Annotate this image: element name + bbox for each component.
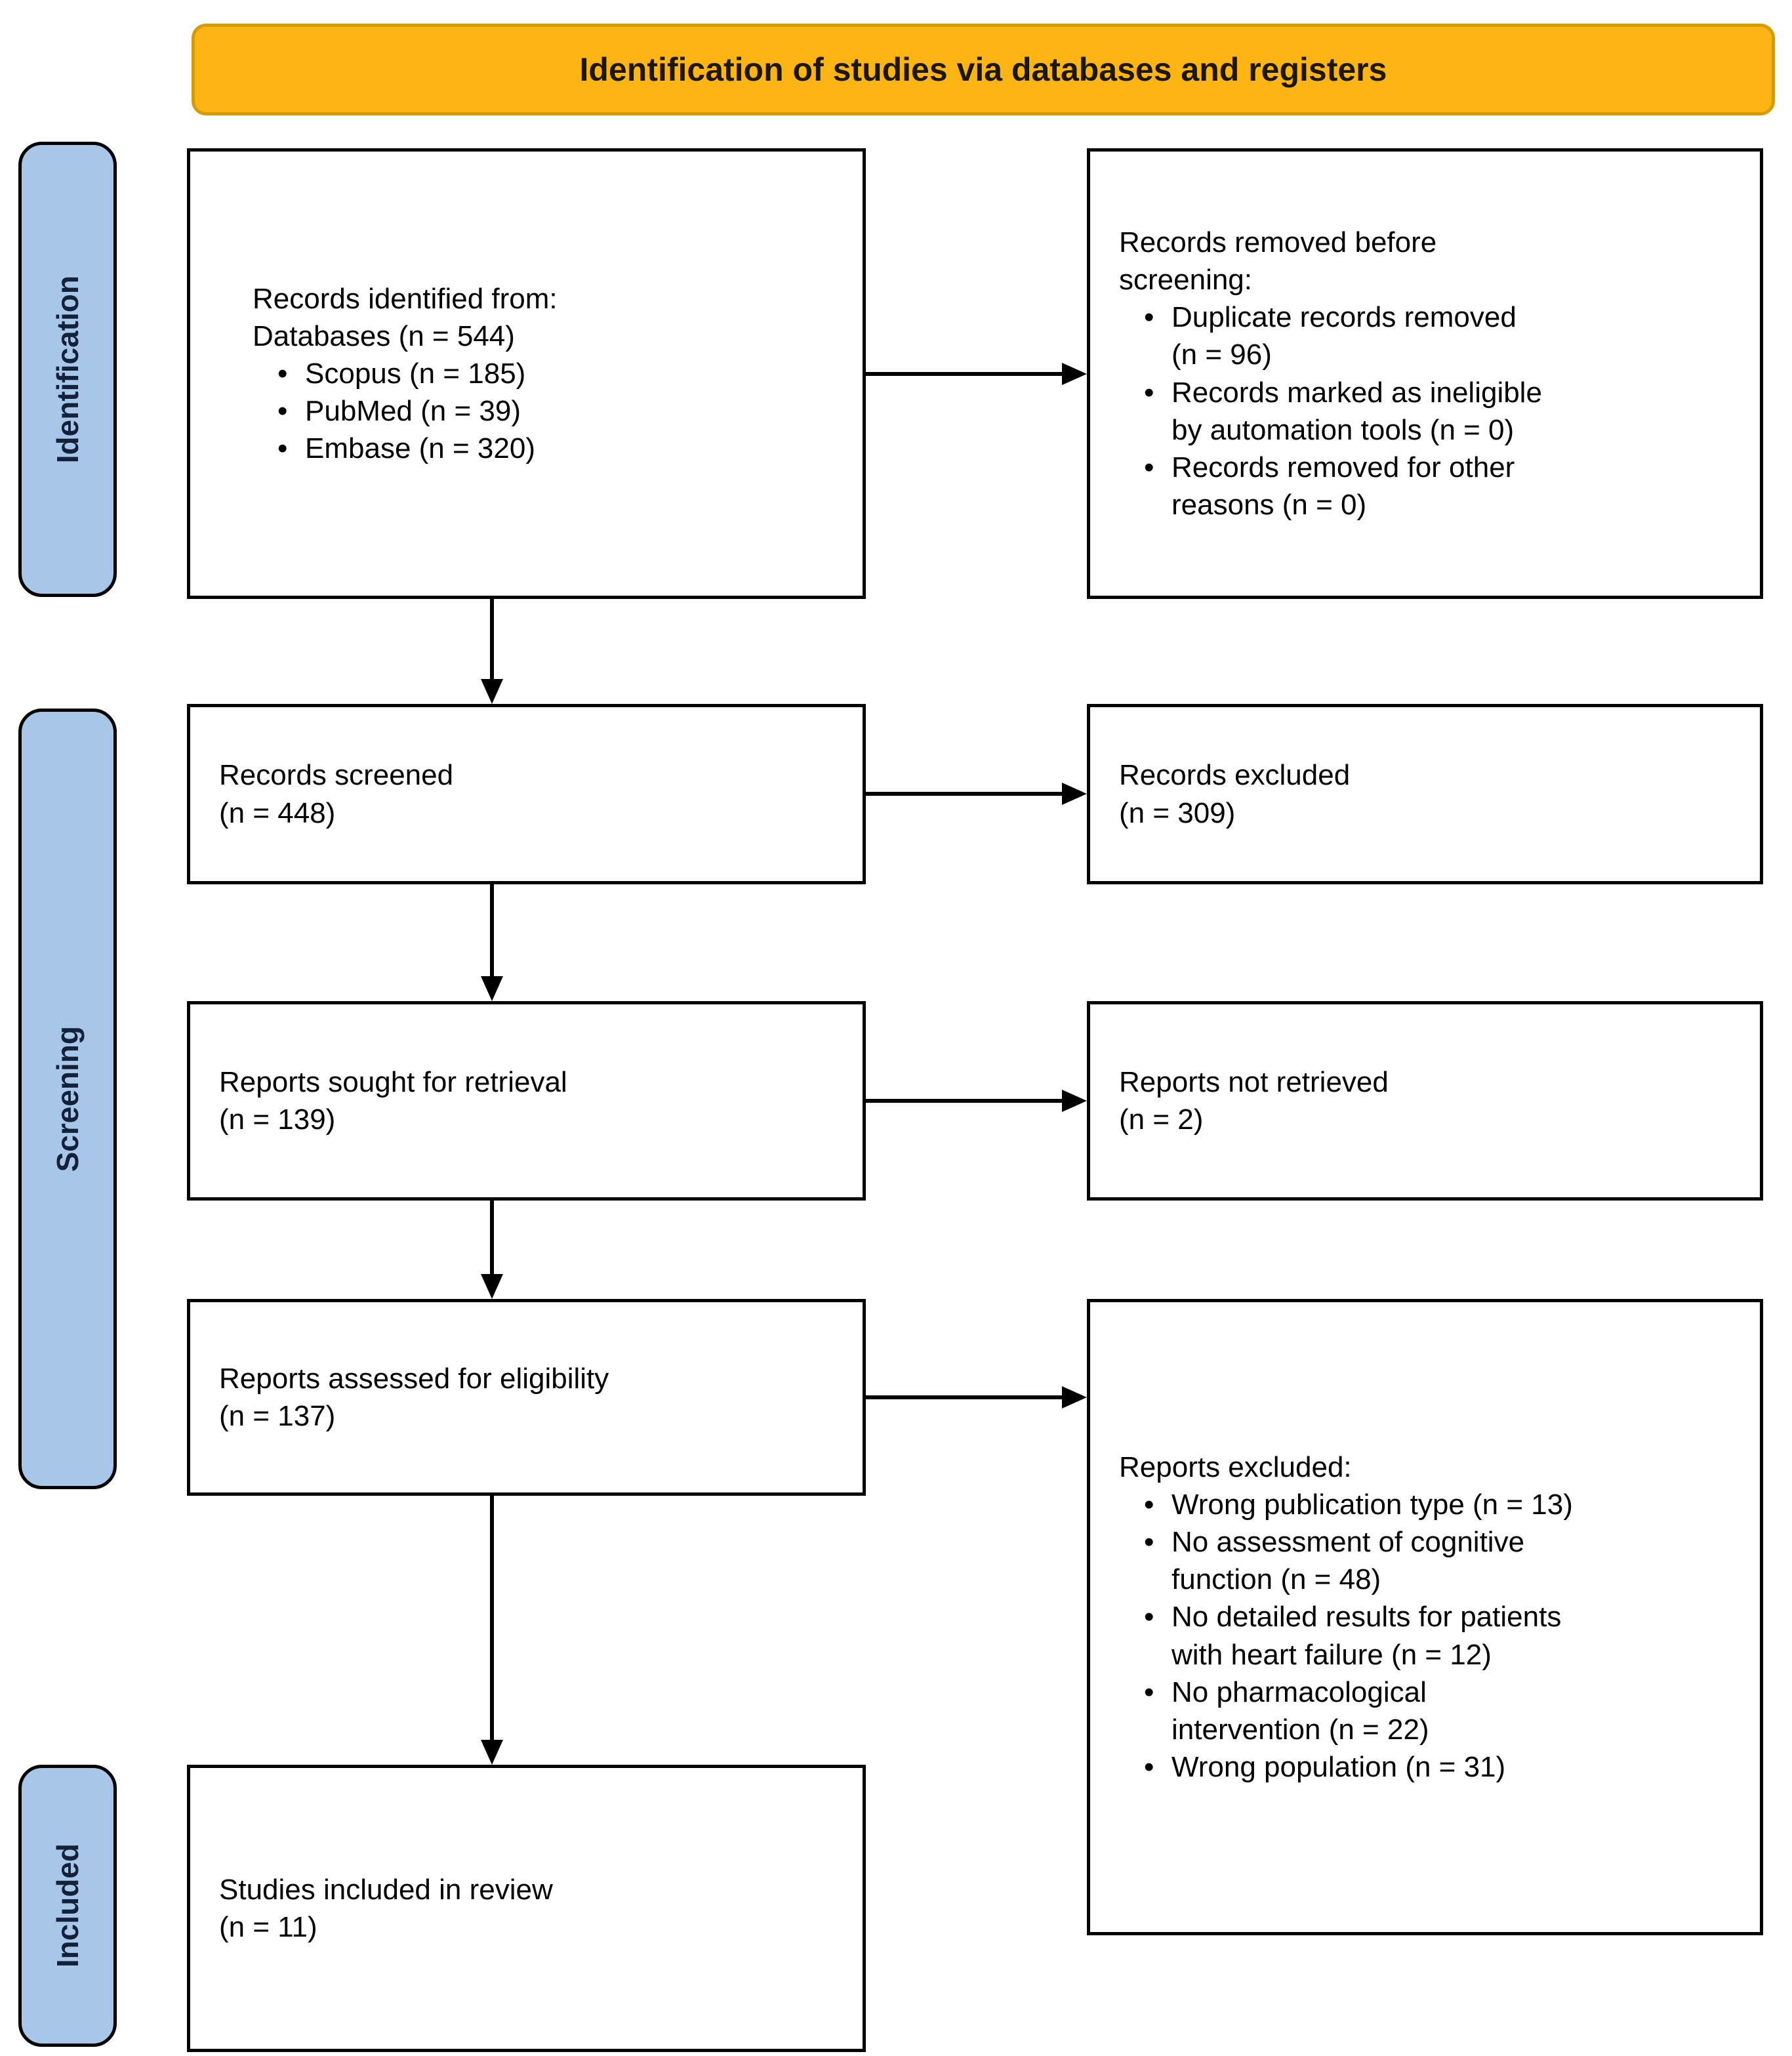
box-records-removed-before-screening: Records removed before screening: Duplic…: [1087, 148, 1763, 599]
box-reports-not-retrieved: Reports not retrieved (n = 2): [1087, 1001, 1763, 1201]
box-studies-included: Studies included in review (n = 11): [187, 1765, 866, 2052]
bullet-item: Records marked as ineligible by automati…: [1137, 374, 1740, 449]
arrow-right-sought-to-not-retrieved: [866, 1090, 1087, 1112]
bullet-item: Scopus (n = 185): [271, 355, 843, 392]
arrow-line: [866, 372, 1066, 376]
bullet-item: Duplicate records removed (n = 96): [1137, 298, 1740, 373]
box-reports-excluded: Reports excluded: Wrong publication type…: [1087, 1299, 1763, 1935]
box-line: Databases (n = 544): [253, 319, 515, 352]
arrow-head-icon: [481, 1274, 503, 1299]
arrow-line: [490, 1496, 494, 1744]
box-line: Records excluded: [1119, 759, 1351, 792]
box-reports-assessed: Reports assessed for eligibility (n = 13…: [187, 1299, 866, 1496]
bullet-item: Records removed for other reasons (n = 0…: [1137, 449, 1740, 524]
arrow-line: [490, 599, 494, 683]
box-line: (n = 2): [1119, 1103, 1204, 1136]
arrow-head-icon: [1062, 1090, 1087, 1112]
arrow-right-screened-to-excluded: [866, 783, 1087, 805]
arrow-line: [866, 1395, 1066, 1399]
box-line: (n = 11): [219, 1911, 317, 1943]
stage-label-included: Included: [18, 1765, 117, 2047]
box-line: Records identified from:: [253, 282, 558, 315]
arrow-line: [490, 884, 494, 980]
arrow-head-icon: [481, 976, 503, 1001]
arrow-line: [866, 1099, 1066, 1103]
box-line: (n = 137): [219, 1400, 336, 1432]
stage-label-screening: Screening: [18, 709, 117, 1489]
arrow-down-sought-to-assessed: [481, 1201, 503, 1299]
arrow-line: [490, 1201, 494, 1278]
arrow-right-identified-to-removed: [866, 363, 1087, 385]
box-line: Reports excluded:: [1119, 1450, 1352, 1483]
box-reports-sought: Reports sought for retrieval (n = 139): [187, 1001, 866, 1201]
stage-label-identification: Identification: [18, 142, 117, 597]
box-line: Records screened: [219, 759, 454, 792]
box-line: (n = 309): [1119, 796, 1236, 829]
arrow-head-icon: [481, 679, 503, 704]
removal-reason-list: Duplicate records removed (n = 96) Recor…: [1137, 298, 1740, 524]
box-records-identified: Records identified from: Databases (n = …: [187, 148, 866, 599]
stage-label-text: Included: [51, 1843, 85, 1968]
bullet-item: Wrong publication type (n = 13): [1137, 1486, 1740, 1523]
arrow-head-icon: [1062, 363, 1087, 385]
bullet-item: PubMed (n = 39): [271, 392, 843, 430]
arrow-line: [866, 792, 1066, 796]
exclusion-reason-list: Wrong publication type (n = 13) No asses…: [1137, 1486, 1740, 1786]
box-records-excluded: Records excluded (n = 309): [1087, 704, 1763, 884]
stage-label-text: Screening: [51, 1025, 85, 1172]
box-records-screened: Records screened (n = 448): [187, 704, 866, 884]
box-line: Records removed before screening:: [1119, 226, 1437, 296]
bullet-item: No pharmacological intervention (n = 22): [1137, 1674, 1740, 1748]
arrow-down-screened-to-sought: [481, 884, 503, 1001]
arrow-head-icon: [481, 1740, 503, 1765]
arrow-head-icon: [1062, 1386, 1087, 1408]
box-line: Studies included in review: [219, 1873, 553, 1906]
bullet-item: No detailed results for patients with he…: [1137, 1598, 1740, 1673]
box-line: Reports assessed for eligibility: [219, 1362, 609, 1395]
box-line: Reports not retrieved: [1119, 1065, 1389, 1098]
box-line: (n = 139): [219, 1103, 336, 1136]
arrow-down-identified-to-screened: [481, 599, 503, 704]
box-line: Reports sought for retrieval: [219, 1065, 567, 1098]
stage-label-text: Identification: [51, 275, 85, 464]
bullet-item: No assessment of cognitive function (n =…: [1137, 1523, 1740, 1598]
arrow-right-assessed-to-excluded: [866, 1386, 1087, 1408]
arrow-down-assessed-to-included: [481, 1496, 503, 1765]
diagram-title: Identification of studies via databases …: [579, 51, 1387, 88]
arrow-head-icon: [1062, 783, 1087, 805]
bullet-item: Embase (n = 320): [271, 430, 843, 467]
title-banner: Identification of studies via databases …: [192, 24, 1775, 115]
bullet-item: Wrong population (n = 31): [1137, 1748, 1740, 1786]
database-list: Scopus (n = 185) PubMed (n = 39) Embase …: [271, 355, 843, 468]
box-line: (n = 448): [219, 796, 336, 829]
